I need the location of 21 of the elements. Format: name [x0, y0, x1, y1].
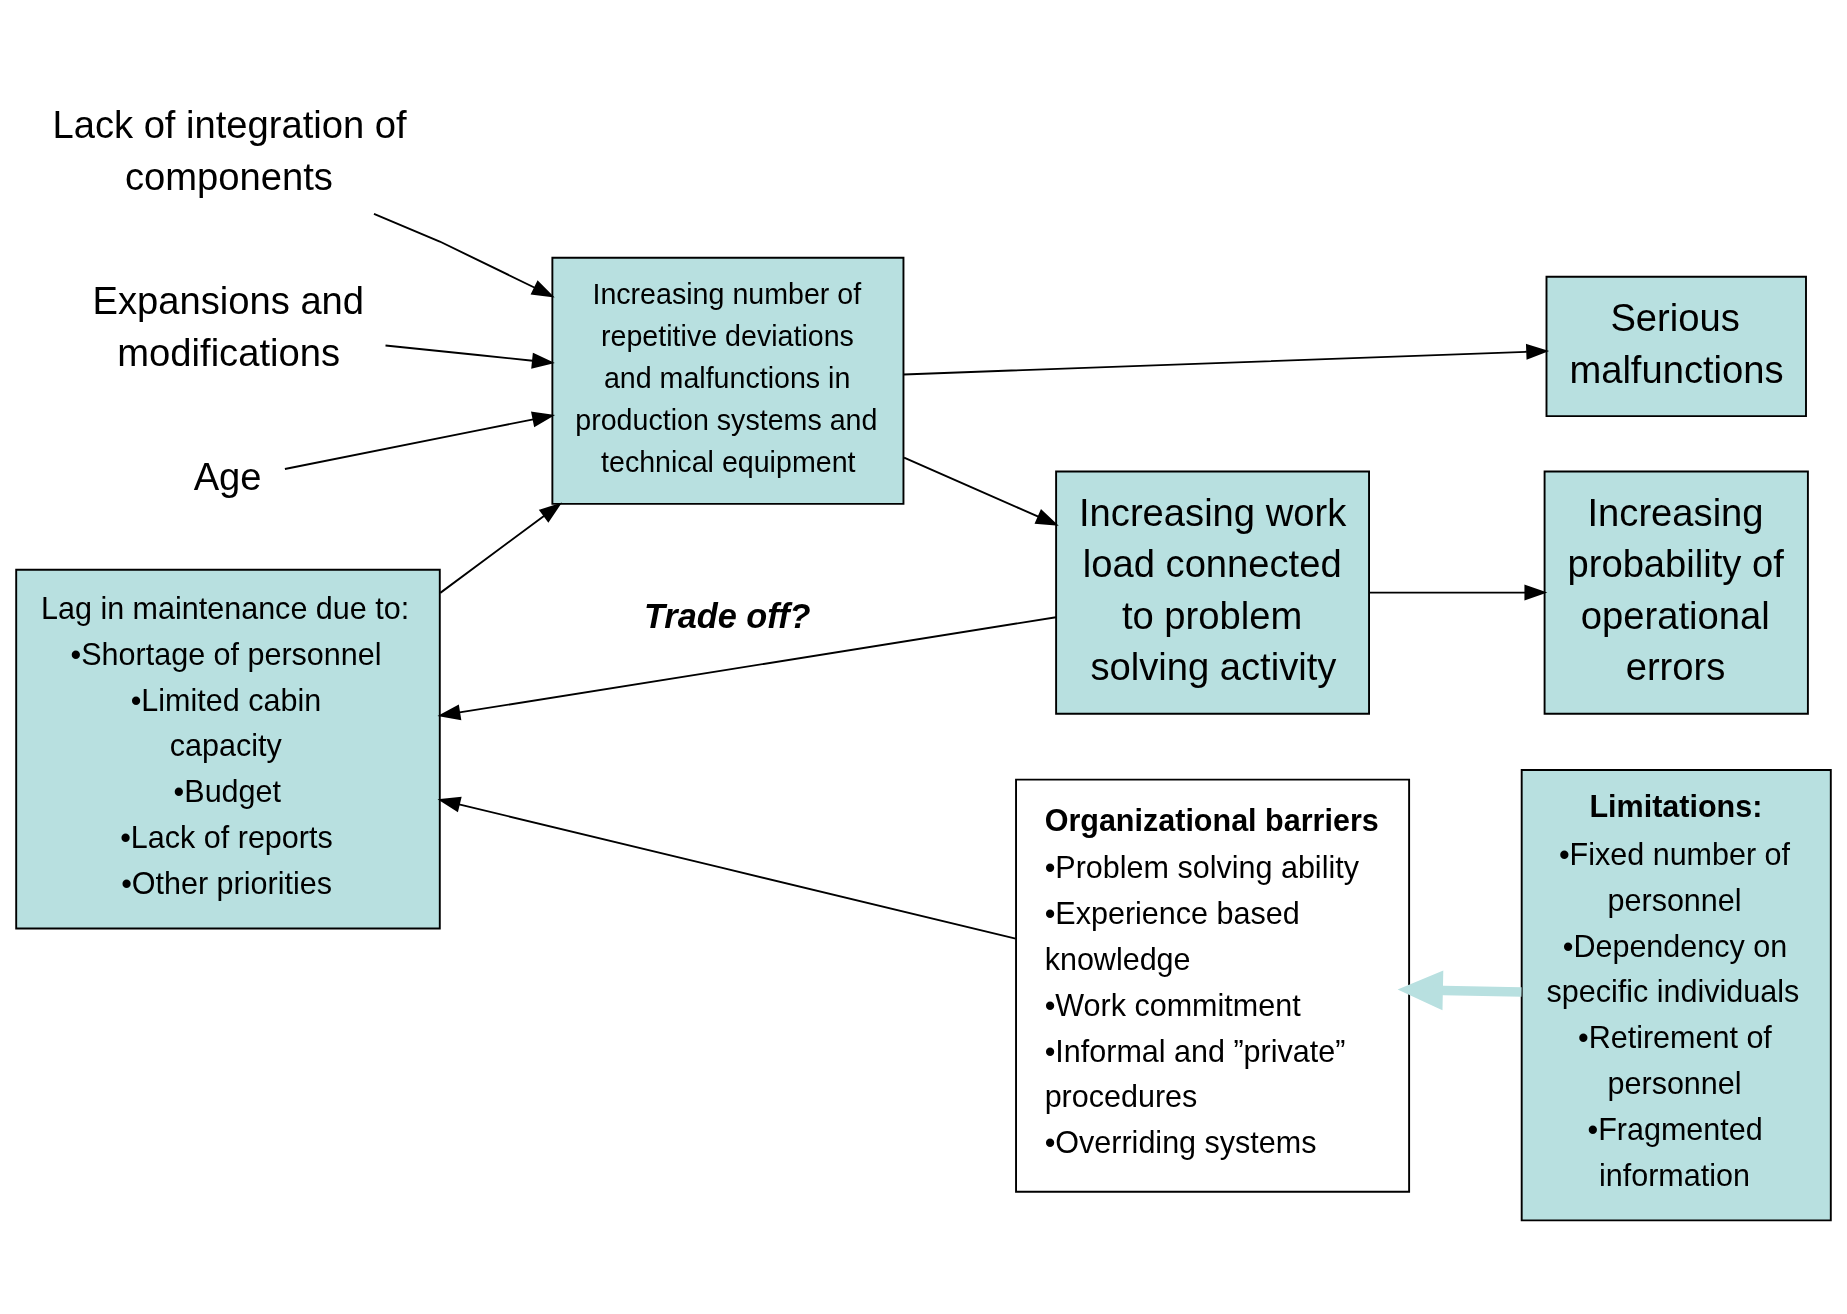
node-text: Lack of integration of components	[52, 103, 407, 198]
arrow	[283, 411, 556, 470]
node-box: Limitations: •Fixed number of personnel •Dependency on specific individuals •Retirement of personnel •Fragmented information	[1520, 769, 1832, 1222]
arrow	[384, 344, 555, 369]
arrow	[439, 502, 562, 594]
node-text: Age	[193, 454, 262, 498]
arrow	[437, 796, 1017, 940]
node-box: Lag in maintenance due to: •Shortage of personnel •Limited cabin capacity •Budget •Lack of reports •Other priorities	[15, 568, 441, 930]
arrow	[1397, 970, 1522, 1011]
arrow	[1368, 584, 1548, 601]
node-box: Increasing work load connected to problem solving activity	[1055, 470, 1370, 715]
arrow	[373, 213, 555, 298]
node-box: Organizational barriers •Problem solving ability •Experience based knowledge •Work commitment •Informal and ”private” procedures •Overriding systems	[1015, 778, 1411, 1193]
node-box: Increasing number of repetitive deviations and malfunctions in production systems and technical equipment	[551, 256, 905, 505]
arrow	[437, 616, 1057, 721]
arrow	[903, 456, 1059, 526]
node-text: Expansions and modifications	[92, 279, 365, 374]
edge-label: Trade off?	[643, 596, 811, 635]
node-box: Serious malfunctions	[1545, 275, 1807, 418]
arrow	[902, 343, 1550, 376]
node-box: Increasing probability of operational errors	[1543, 470, 1809, 715]
